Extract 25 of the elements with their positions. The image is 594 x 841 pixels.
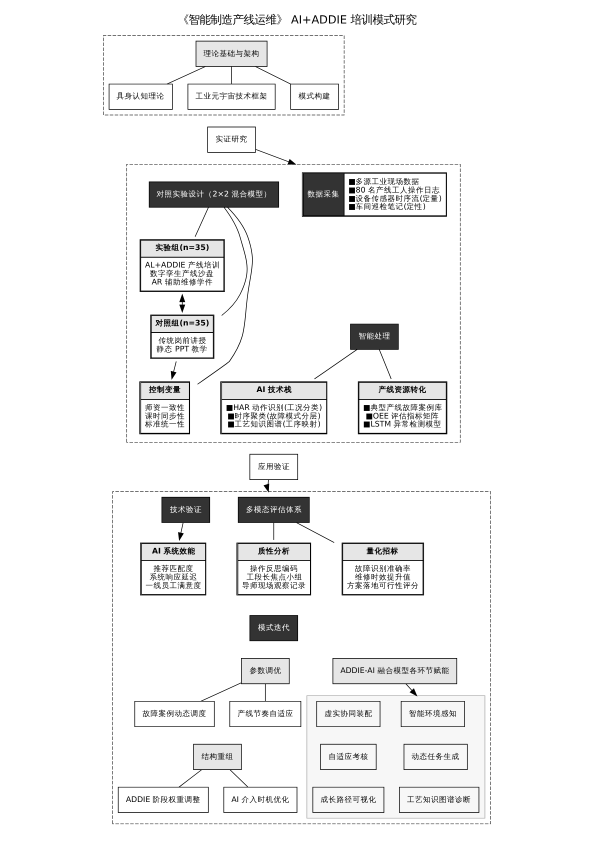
connector: [264, 683, 266, 702]
connector: [197, 206, 253, 385]
connector: [230, 769, 248, 788]
connector: [314, 349, 358, 380]
connector: [194, 207, 209, 238]
arrow: [255, 149, 296, 165]
cluster: [103, 35, 344, 116]
connector: [200, 682, 242, 702]
arrow: [178, 522, 184, 541]
connector: [231, 66, 232, 84]
arrow: [179, 294, 186, 314]
connector: [255, 66, 291, 84]
cluster: [306, 695, 486, 819]
connector: [178, 769, 202, 788]
arrow: [264, 479, 270, 493]
diagram-title: 《智能制造产线运维》 AI+ADDIE 培训模式研究: [177, 13, 417, 26]
connector: [166, 66, 206, 84]
connector: [296, 522, 335, 543]
arrow: [170, 361, 177, 380]
connector: [273, 522, 274, 540]
arrow: [405, 683, 418, 696]
cluster: [112, 491, 491, 824]
cluster: [126, 164, 461, 443]
connector: [221, 206, 248, 316]
connector: [378, 349, 392, 380]
